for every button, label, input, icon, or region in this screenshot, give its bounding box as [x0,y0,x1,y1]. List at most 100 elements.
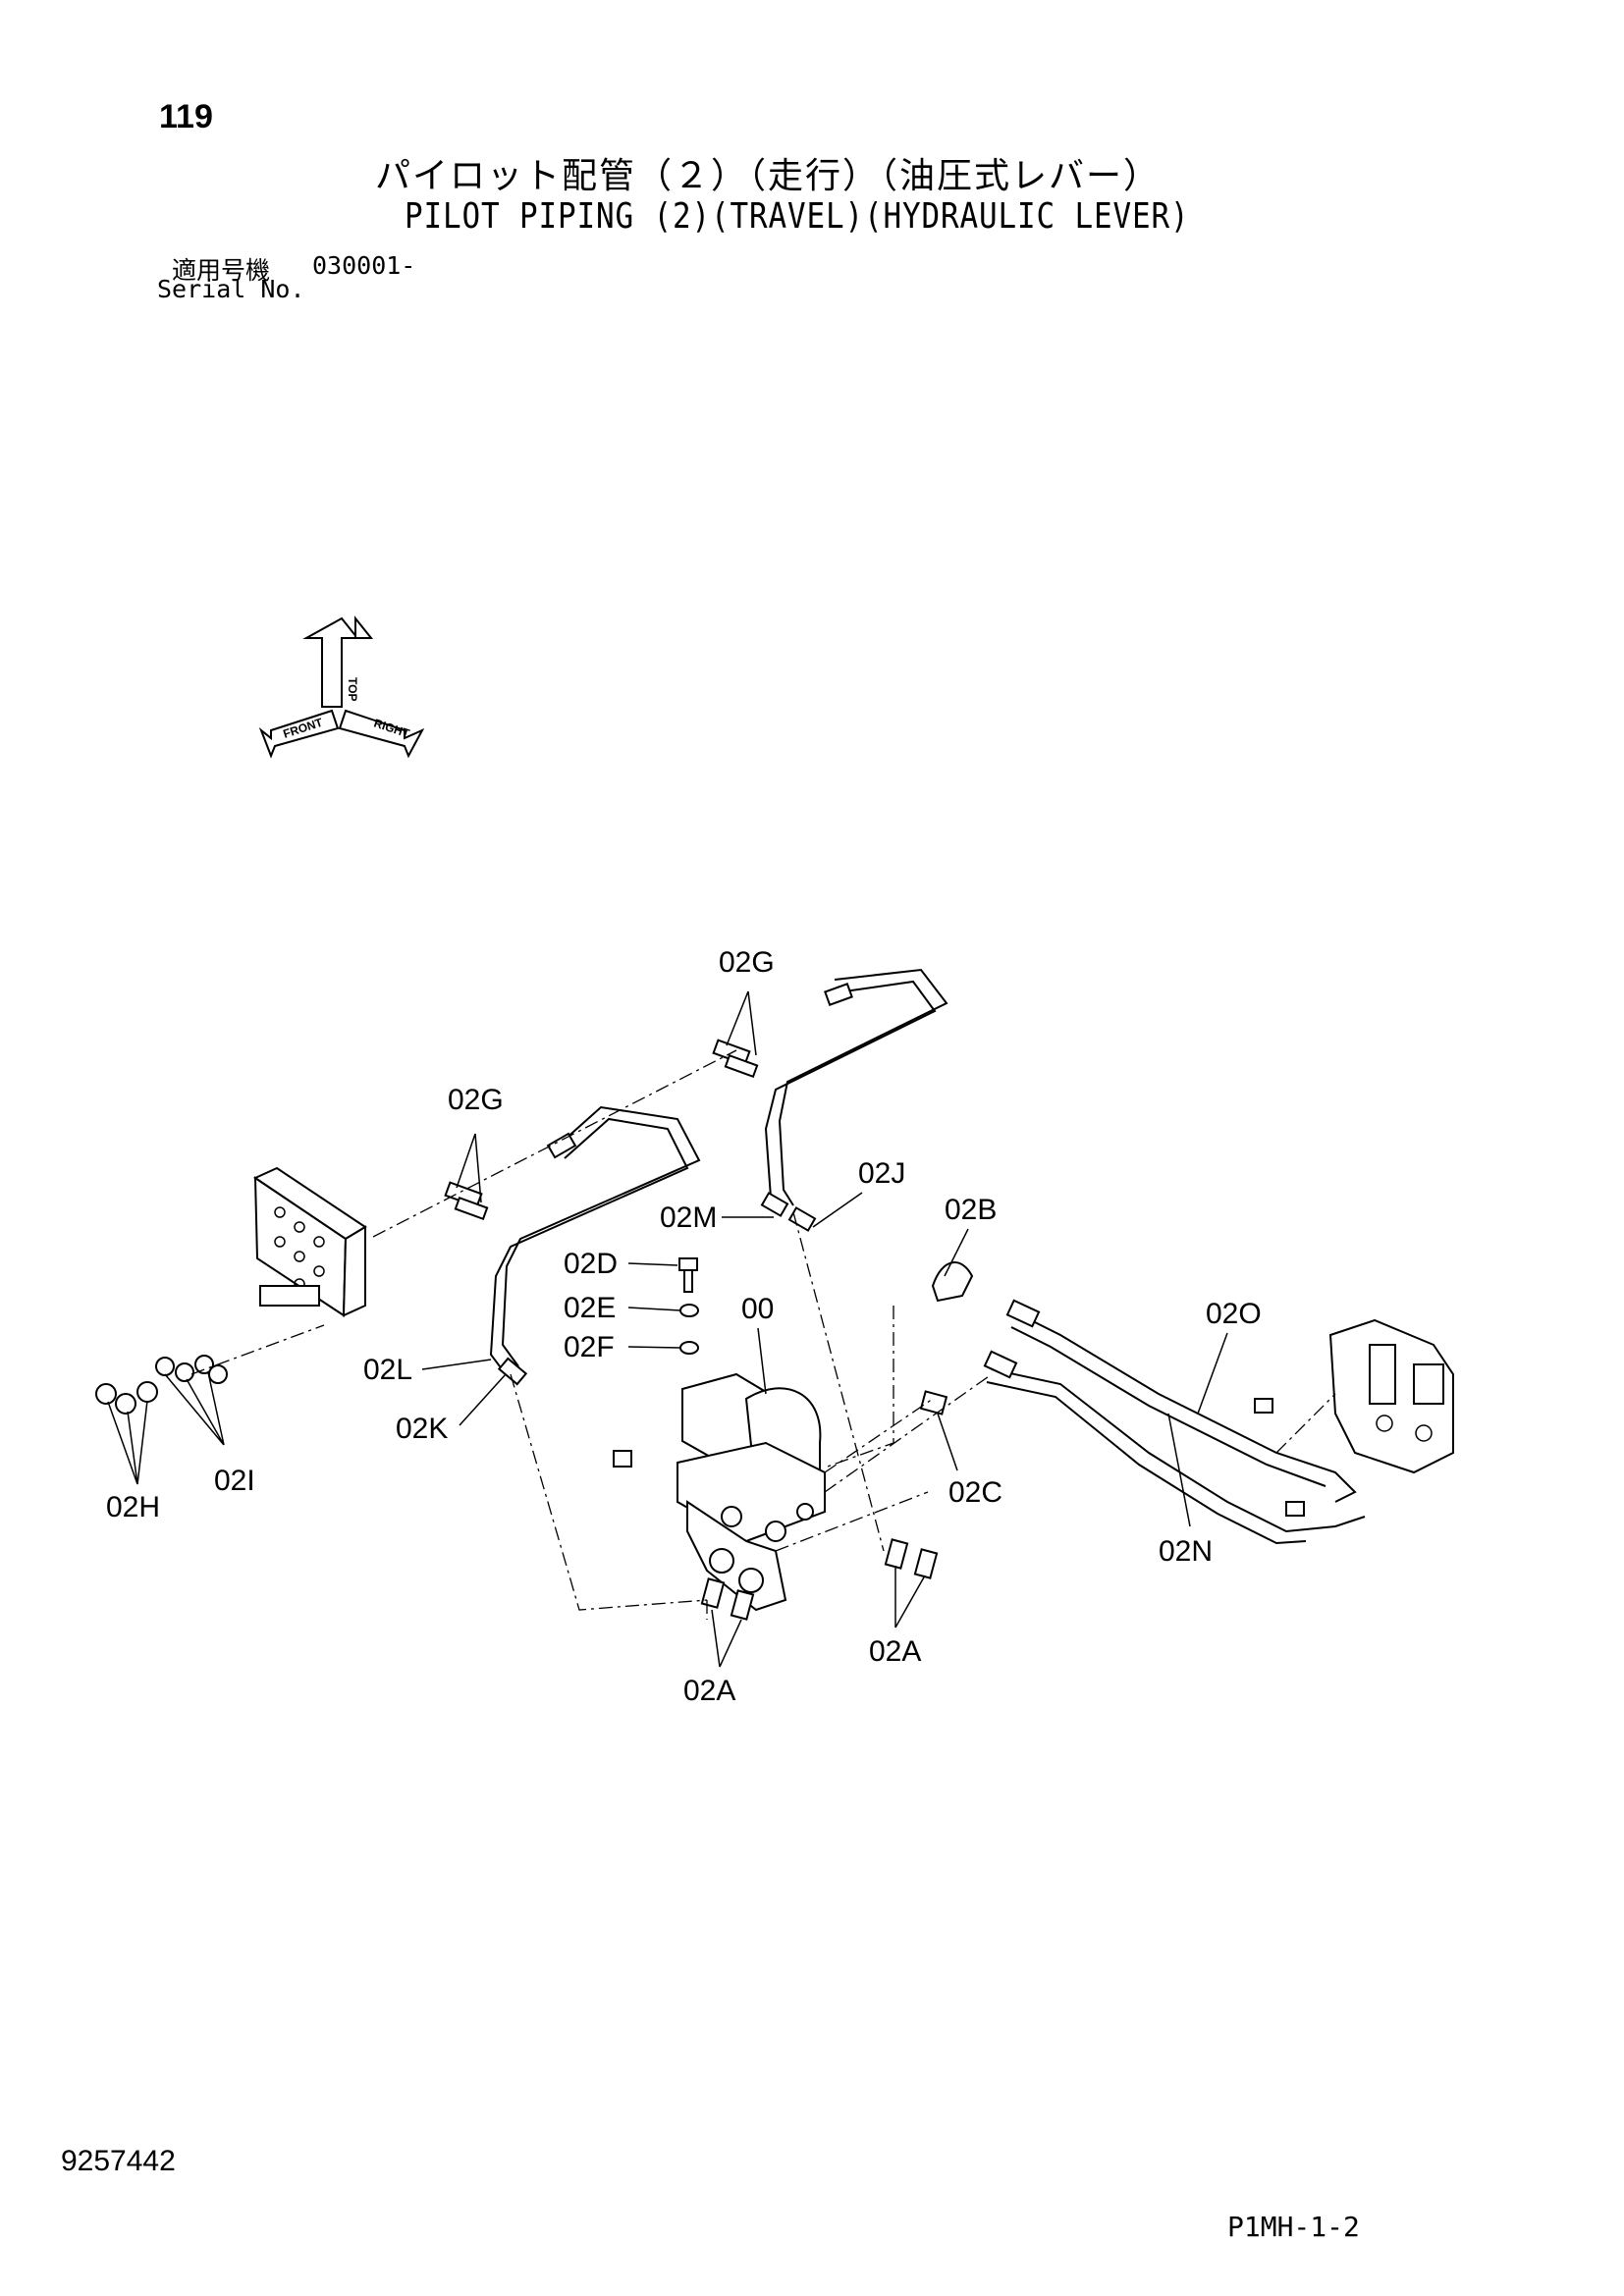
callout-02f: 02F [564,1331,615,1363]
upper-right-pipes [760,968,948,1232]
seal-ring [175,1362,194,1382]
callout-02a-left: 02A [683,1675,735,1707]
callout-02n: 02N [1159,1535,1213,1568]
pipe-fitting [497,1357,528,1386]
centerline [792,1211,885,1552]
callout-02k: 02K [396,1413,448,1445]
centerline [510,1373,708,1611]
upper-left-pipes [489,1105,701,1386]
top-label: TOP [346,677,359,701]
document-code: 9257442 [61,2145,176,2177]
seal-ring [208,1364,228,1384]
hose-clamp [1285,1501,1305,1517]
fitting-body [919,1390,948,1415]
leader-02l [421,1359,492,1370]
right-control-valve [1328,1318,1454,1474]
page-reference: P1MH-1-2 [1227,2211,1360,2243]
valve-body-top [677,1441,826,1543]
front-arrow [258,709,340,759]
centerline [824,1373,993,1493]
callout-02g-upper: 02G [719,946,775,979]
centerline [1275,1393,1336,1454]
leader-02a-right [894,1566,926,1629]
travel-pilot-valve [613,1372,826,1612]
centerline [824,1306,894,1468]
valve-port [274,1236,286,1248]
centerline [824,1398,934,1473]
hose-02o-parallel [1010,1326,1326,1487]
washer-02f [679,1341,699,1355]
valve-port [294,1251,305,1262]
leader-02n [1167,1413,1191,1527]
callout-02h: 02H [106,1491,160,1523]
adapter-fitting [884,1538,909,1570]
serial-label-japanese: 適用号機 [172,256,271,285]
valve-port [313,1265,325,1277]
callout-02c: 02C [948,1476,1002,1509]
leader-02g-upper [726,990,757,1056]
callout-02o: 02O [1206,1298,1262,1330]
callout-02d: 02D [564,1248,618,1280]
leader-02f [627,1346,681,1349]
pipe-02l [489,1117,689,1375]
bolt-head-02d [678,1257,698,1271]
adapter-fitting [913,1548,939,1579]
callout-02i: 02I [214,1465,255,1497]
nut-fitting [115,1393,136,1415]
page-title-japanese: パイロット配管（２）（走行）（油圧式レバー） [375,156,1162,196]
pipe-02j-parallel [778,968,948,1206]
leader-02e [627,1307,681,1311]
callout-02l: 02L [363,1354,412,1386]
hose-clamp [1254,1398,1273,1414]
pipe-02j [764,980,937,1213]
valve-port [765,1521,786,1542]
leader-02d [627,1262,678,1266]
callout-02e: 02E [564,1292,616,1324]
serial-label-english: Serial No. [157,275,305,303]
centerline [190,1324,325,1375]
page-title-english: PILOT PIPING (2)(TRAVEL)(HYDRAULIC LEVER… [405,196,1190,237]
hoses-02n-02o [983,1299,1366,1545]
nut-fitting [95,1383,117,1405]
valve-port [738,1568,764,1593]
valve-port [1415,1424,1433,1442]
valve-plate-base [259,1285,320,1307]
leader-02h [107,1400,148,1485]
valve-cap [1413,1363,1444,1405]
centerline [775,1491,929,1552]
valve-plate-side [342,1225,366,1317]
valve-spool [1369,1344,1396,1405]
valve-plate-assembly [252,1166,367,1317]
leader-02g-left [456,1133,482,1203]
elbow-fitting [454,1196,489,1221]
elbow-fitting [724,1053,759,1079]
leader-02k [459,1373,507,1426]
orientation-indicator: TOP FRONT RIGHT [258,615,425,759]
pipe-fitting [787,1206,817,1232]
assembly-centerlines [190,1049,1336,1620]
leader-02o [1197,1332,1228,1415]
callout-02a-right: 02A [869,1635,921,1668]
leader-02c [937,1413,958,1471]
leader-02i [164,1371,225,1446]
adapter-fitting [730,1589,755,1621]
pipe-fitting [824,983,853,1006]
nut-fitting [136,1381,158,1403]
plug [613,1450,632,1468]
adapter-fitting [700,1577,726,1609]
hose-end [1005,1299,1041,1328]
fittings-02g [444,1039,759,1221]
pipe-fitting [760,1192,789,1217]
valve-port [709,1548,734,1574]
fittings-02a [700,1538,939,1621]
seal-ring [194,1355,214,1374]
fitting-02c [919,1390,948,1415]
nut-02e [679,1304,699,1317]
valve-port [294,1221,305,1233]
pipe-fitting [546,1132,577,1159]
leader-lines [107,990,1228,1668]
valve-port [721,1506,742,1527]
callout-02j: 02J [858,1157,905,1190]
elbow-02b [931,1261,974,1303]
